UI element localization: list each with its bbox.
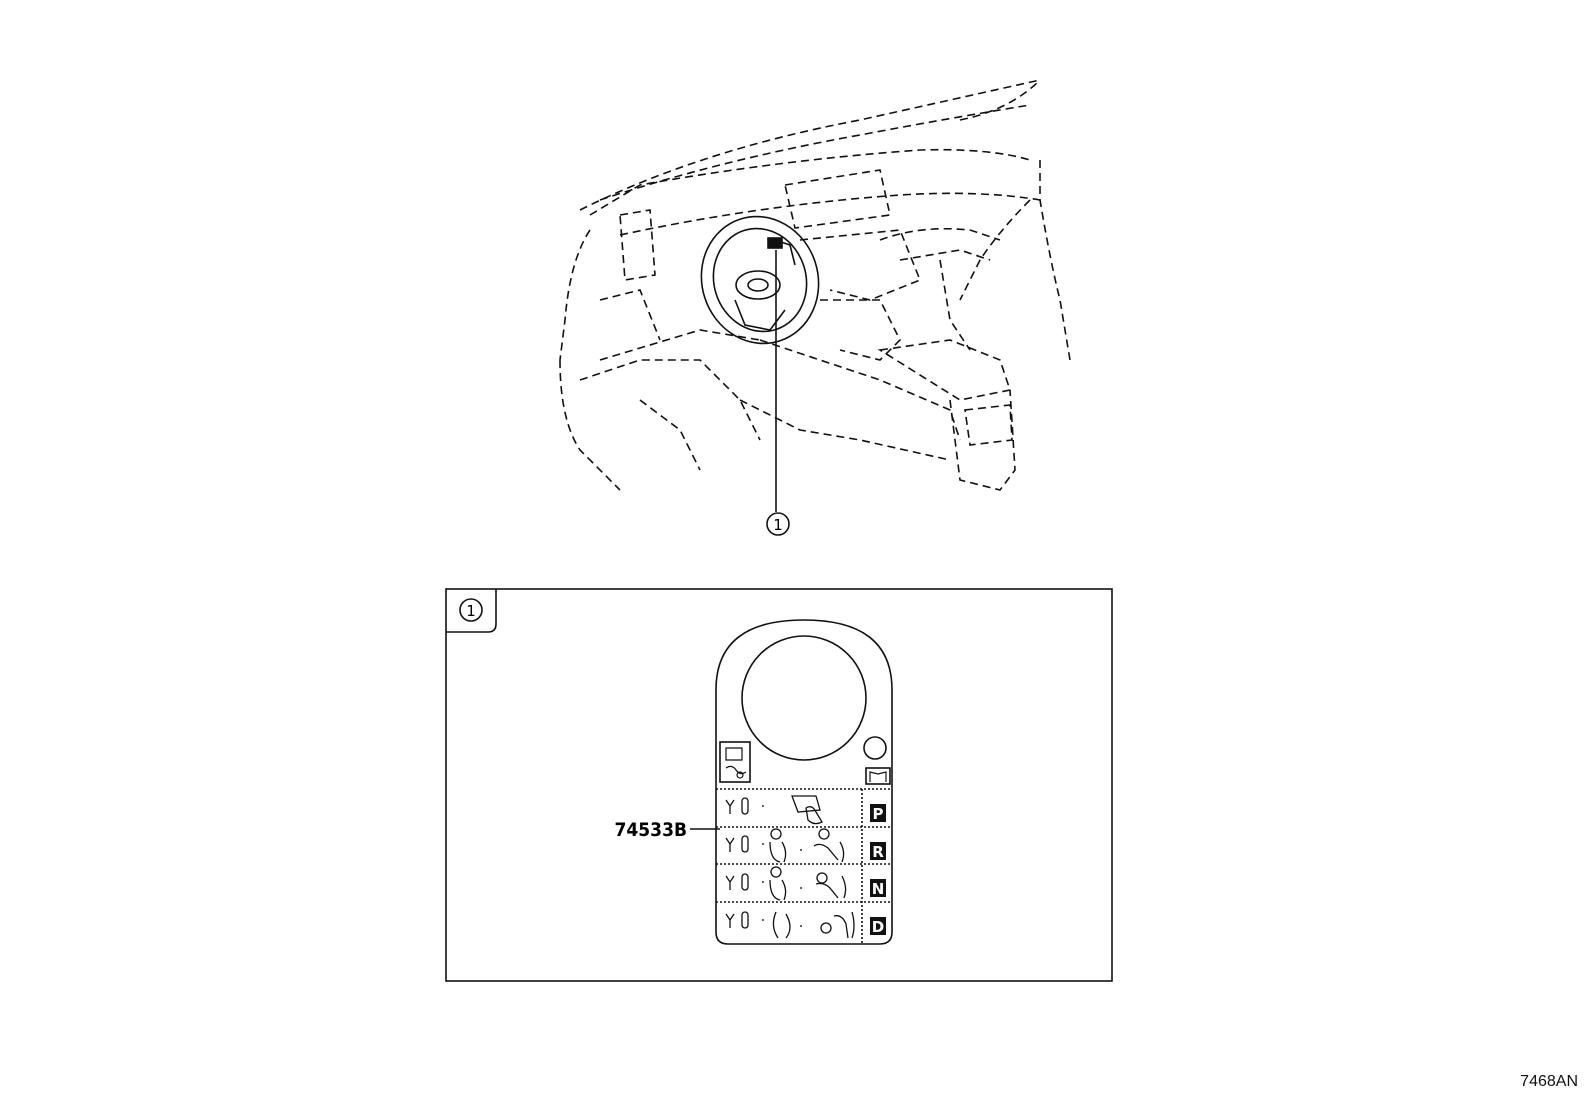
callout-number-detail: 1: [466, 602, 476, 620]
gear-n: N: [872, 880, 885, 898]
gear-badges: P R N D: [870, 804, 886, 936]
row-neutral: [725, 866, 847, 901]
shift-label-plate: [715, 619, 893, 945]
callout-marker-main: [766, 512, 790, 536]
figure-code: 7468AN: [1520, 1073, 1578, 1090]
row-park: [725, 795, 823, 825]
gear-r: R: [872, 843, 884, 861]
row-drive: [725, 911, 855, 939]
detail-frame: [445, 588, 1113, 982]
row-reverse: [725, 828, 845, 863]
steering-wheel: [700, 215, 820, 345]
gear-p: P: [873, 805, 884, 823]
dashboard-illustration: [559, 79, 1071, 491]
gear-d: D: [872, 918, 884, 936]
callout-number-main: 1: [773, 516, 783, 534]
part-number-label: 74533B: [615, 819, 688, 841]
